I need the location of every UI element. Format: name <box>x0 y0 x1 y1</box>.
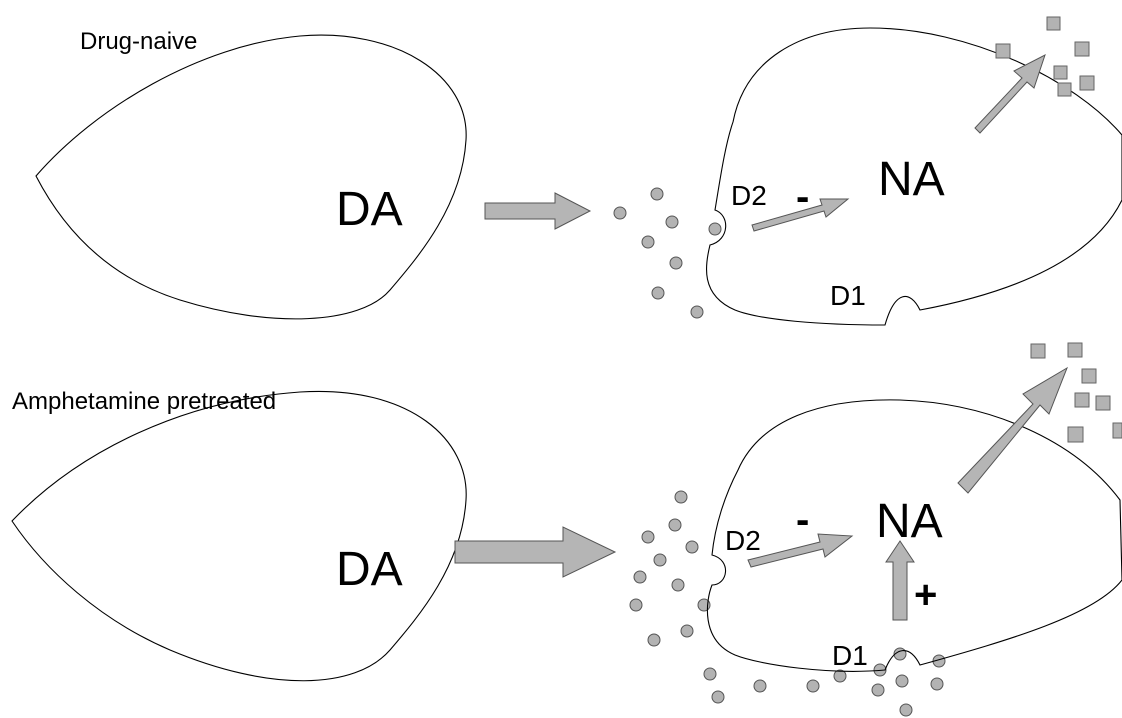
dopamine-particle <box>613 206 627 220</box>
released-dopamine-particles <box>613 187 722 319</box>
dopamine-particle <box>685 540 699 554</box>
dopamine-particle <box>703 667 717 681</box>
dopamine-particle <box>753 679 767 693</box>
d1-receptor-label: D1 <box>830 280 866 311</box>
dopamine-particle <box>651 286 665 300</box>
d2-receptor-label: D2 <box>725 525 761 556</box>
dopamine-particle <box>665 215 679 229</box>
noradrenaline-particle <box>1074 392 1090 408</box>
released-noradrenaline-particles <box>1030 342 1122 443</box>
d2-signal-arrow <box>747 533 854 568</box>
dopamine-particle <box>899 703 913 717</box>
noradrenaline-particle <box>1112 422 1122 439</box>
dopamine-particle <box>674 490 688 504</box>
panel-title: Amphetamine pretreated <box>12 388 276 415</box>
d2-receptor-label: D2 <box>731 180 767 211</box>
dopamine-release-arrow <box>454 526 617 578</box>
noradrenaline-release-arrow <box>974 53 1046 134</box>
dopamine-particle <box>711 690 725 704</box>
d2-signal-arrow <box>751 198 850 232</box>
panel-drug-naive: Drug-naive DA D2 - D1 NA <box>35 16 1122 326</box>
dopamine-particle <box>895 674 909 688</box>
dopamine-particle <box>641 235 655 249</box>
postsynaptic-label: NA <box>876 495 943 548</box>
dopamine-particle <box>671 578 685 592</box>
d1-receptor-label: D1 <box>832 640 868 671</box>
noradrenaline-particle <box>1067 342 1083 358</box>
presynaptic-label: DA <box>336 543 403 596</box>
presynaptic-dopamine-neuron <box>35 34 467 320</box>
dopamine-release-arrow <box>484 192 592 230</box>
dopamine-particle <box>680 624 694 638</box>
postsynaptic-noradrenaline-neuron <box>706 399 1122 672</box>
dopamine-particle <box>650 187 664 201</box>
postsynaptic-label: NA <box>878 153 945 206</box>
presynaptic-label: DA <box>336 183 403 236</box>
d1-effect-sign: + <box>914 573 937 617</box>
noradrenaline-particle <box>1067 426 1084 443</box>
released-noradrenaline-particles <box>995 16 1095 97</box>
noradrenaline-particle <box>1057 82 1072 97</box>
presynaptic-dopamine-neuron <box>11 390 467 682</box>
dopamine-particle <box>629 598 643 612</box>
postsynaptic-noradrenaline-neuron <box>706 27 1122 326</box>
noradrenaline-particle <box>1030 343 1046 359</box>
dopamine-particle <box>806 679 820 693</box>
dopamine-particle <box>669 256 683 270</box>
noradrenaline-release-arrow <box>957 366 1068 494</box>
d1-signal-arrow <box>885 540 915 621</box>
dopamine-particle <box>833 669 847 683</box>
dopamine-particle <box>653 553 667 567</box>
d2-effect-sign: - <box>796 498 809 542</box>
dopamine-particle <box>930 677 944 691</box>
dopamine-particle <box>871 683 885 697</box>
noradrenaline-particle <box>1074 41 1090 57</box>
panel-amphetamine-pretreated: Amphetamine pretreated DA <box>11 342 1122 717</box>
panel-title: Drug-naive <box>80 28 197 55</box>
noradrenaline-particle <box>995 43 1011 59</box>
dopamine-particle <box>641 530 655 544</box>
dopamine-particle <box>647 633 661 647</box>
dopamine-particle <box>708 222 722 236</box>
dopamine-particle <box>668 518 682 532</box>
d2-effect-sign: - <box>796 175 809 219</box>
noradrenaline-particle <box>1095 395 1111 411</box>
noradrenaline-particle <box>1046 16 1061 31</box>
noradrenaline-particle <box>1079 75 1095 91</box>
noradrenaline-particle <box>1081 368 1097 384</box>
noradrenaline-particle <box>1053 65 1068 80</box>
dopamine-particle <box>690 305 704 319</box>
dopamine-particle <box>633 570 647 584</box>
